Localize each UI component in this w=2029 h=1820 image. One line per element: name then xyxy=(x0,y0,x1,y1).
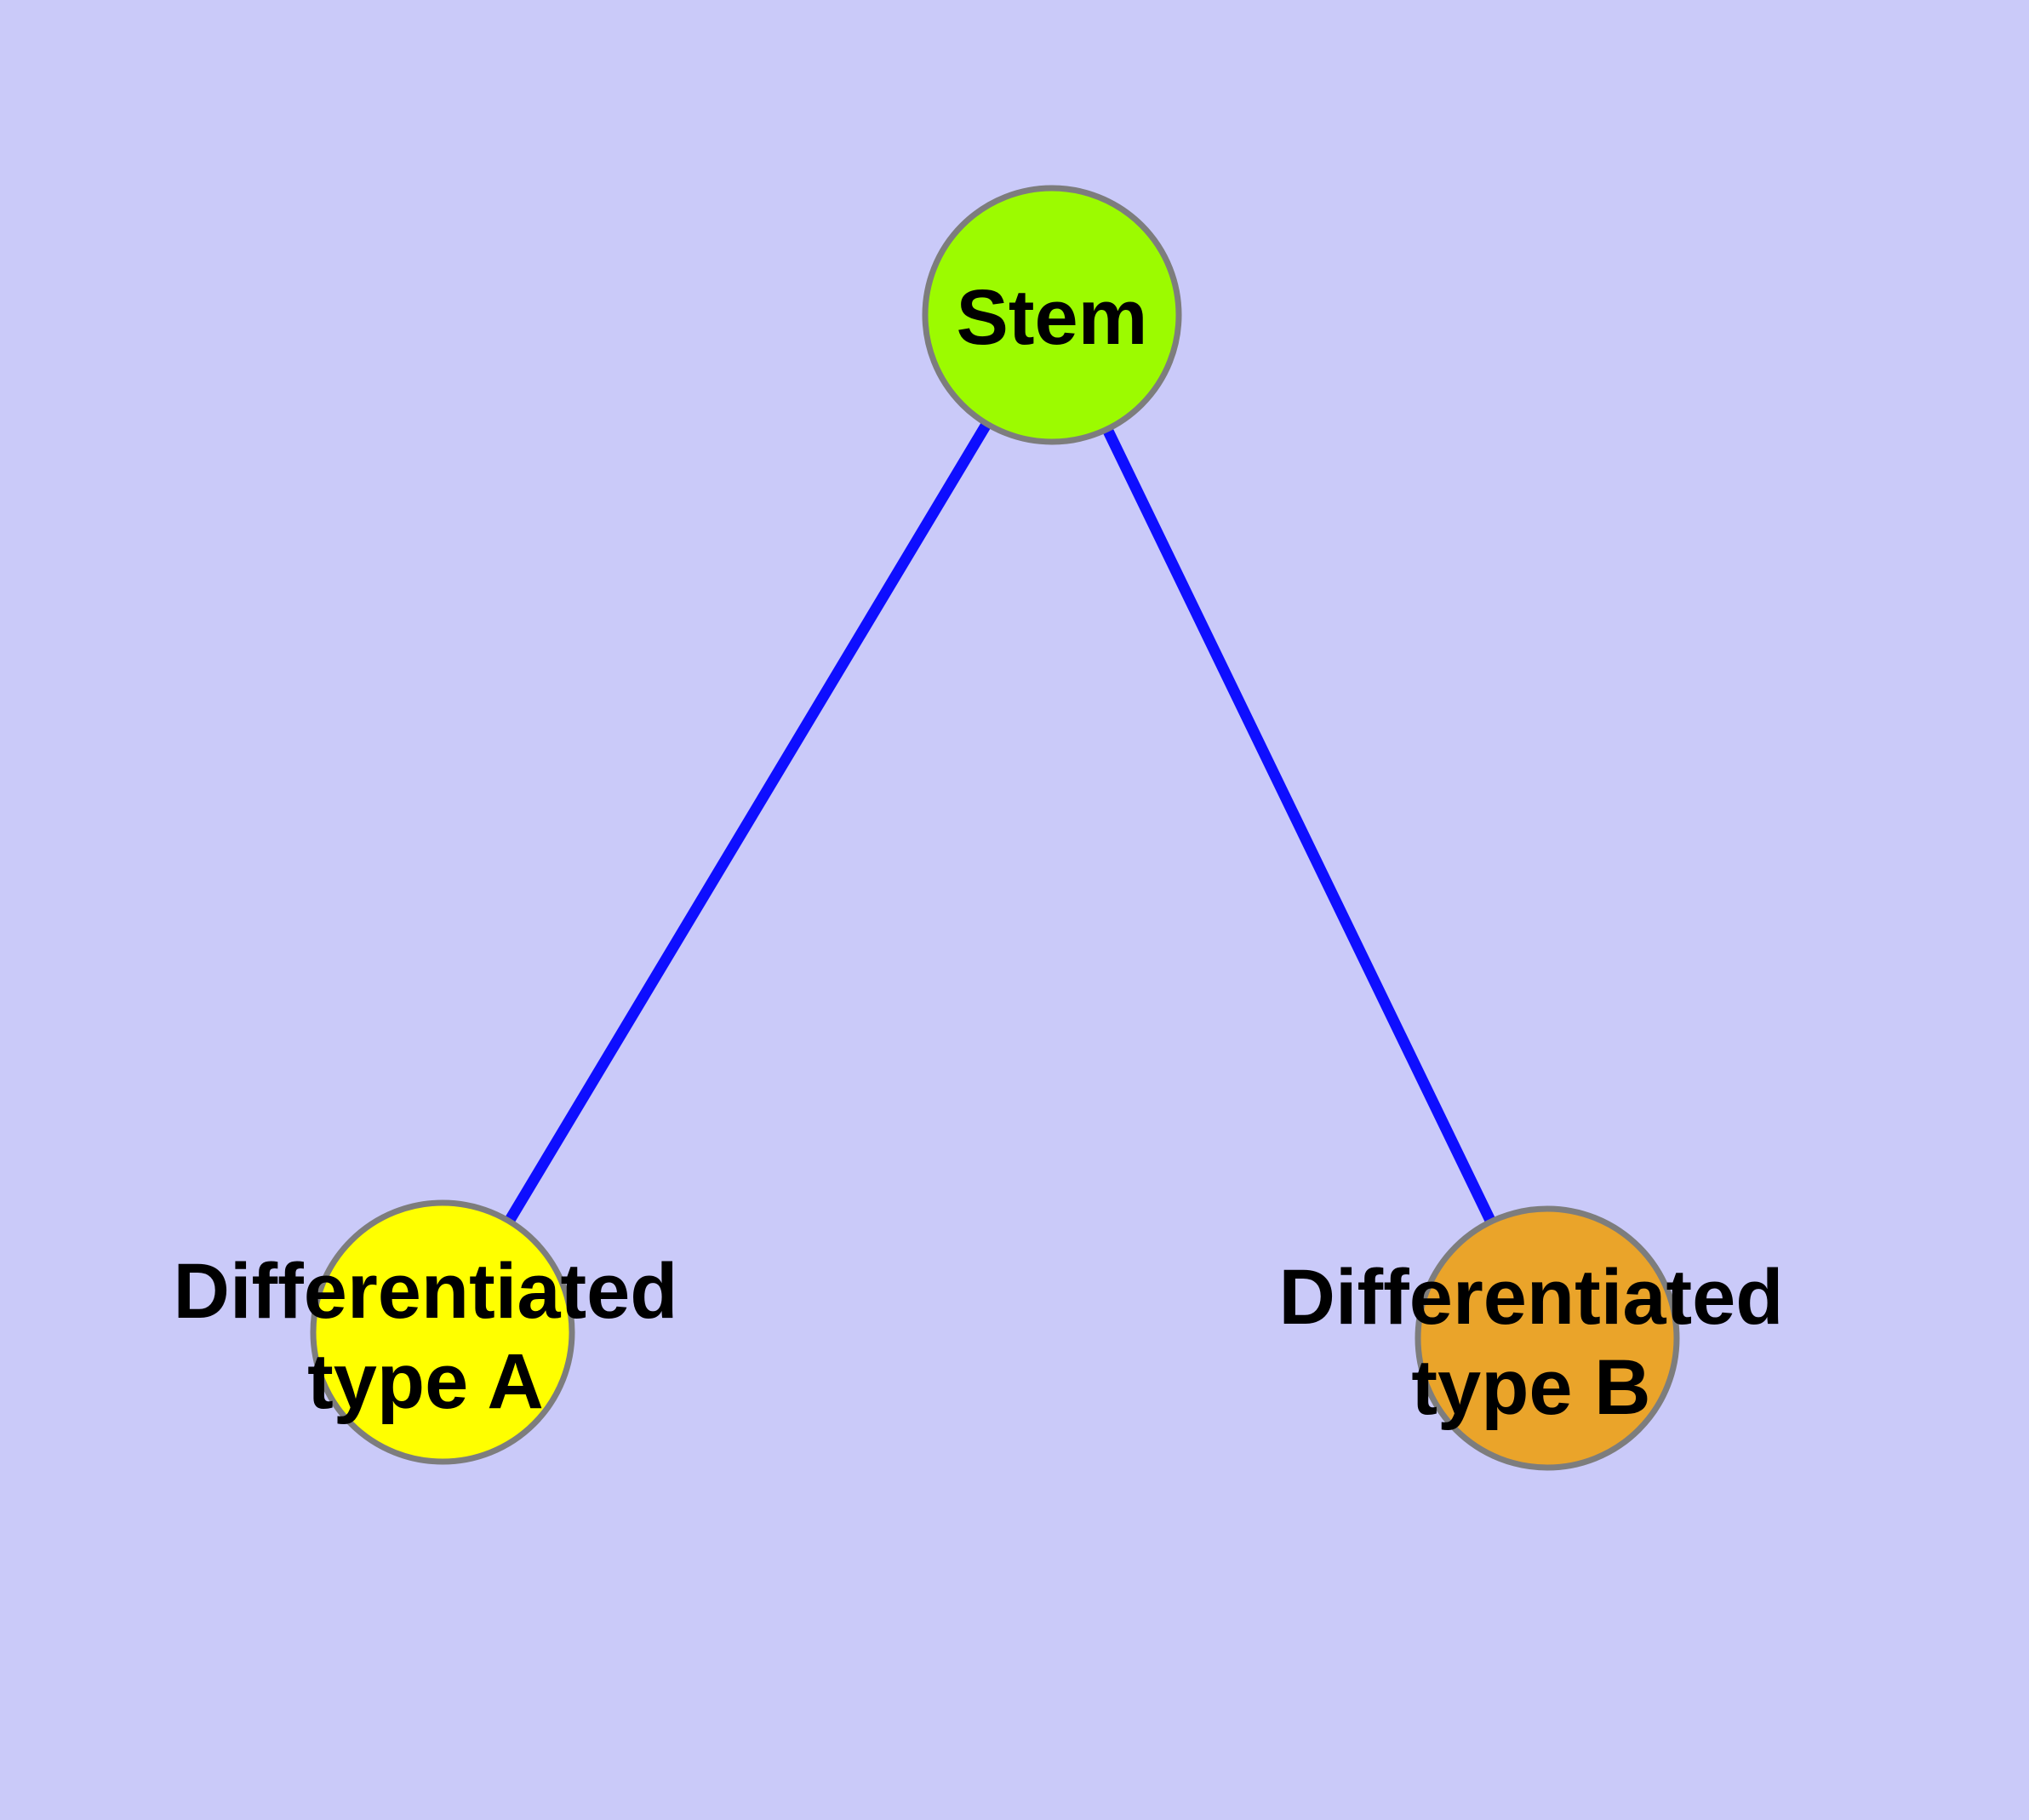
node-typeB-label-line2: type B xyxy=(1411,1344,1650,1431)
node-typeA-label-line1: Differentiated xyxy=(174,1248,678,1335)
node-typeA xyxy=(310,1199,575,1465)
node-stem xyxy=(922,185,1182,445)
node-typeA-label-line2: type A xyxy=(307,1338,544,1425)
node-typeB-label-line1: Differentiated xyxy=(1279,1254,1784,1341)
node-stem-label: Stem xyxy=(957,274,1148,361)
edge-stem-to-typeB xyxy=(1046,309,1553,1344)
node-typeB xyxy=(1415,1205,1680,1471)
edge-stem-to-typeA xyxy=(437,309,1058,1338)
